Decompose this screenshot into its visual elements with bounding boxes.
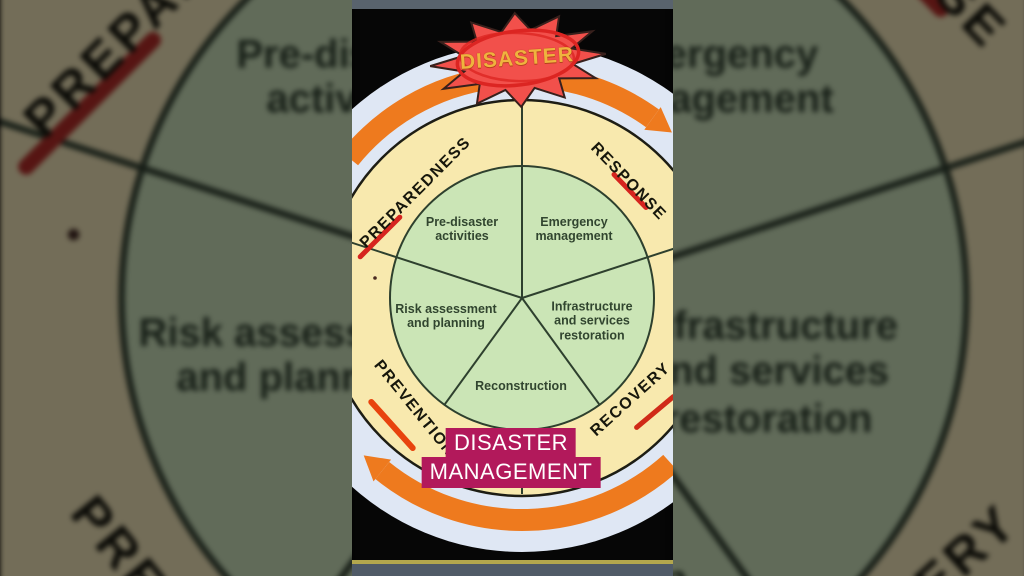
segment-label-infrastructure-bg: Infrastructure and services restoration	[637, 303, 899, 440]
response-underline	[611, 172, 649, 210]
recovery-underline	[634, 394, 673, 430]
segment-label-pre-disaster: Pre-disaster activities	[425, 214, 499, 243]
preparedness-underline-bg	[18, 32, 161, 175]
player-bottom-bar	[352, 564, 673, 576]
emphasis-underlines-bg	[18, 0, 949, 175]
cycle-arrow-top-head-icon	[644, 107, 672, 133]
prevention-underline	[368, 399, 416, 451]
stray-dot-bg	[67, 228, 80, 241]
divider-left	[352, 241, 523, 299]
player-top-bar	[352, 0, 673, 9]
segment-dividers	[352, 103, 673, 494]
player-progress-line[interactable]	[352, 560, 673, 564]
segment-label-infrastructure: Infrastructure and services restoration	[551, 299, 633, 343]
disaster-cycle-scene: DISASTER PREPAREDNESS RESPONSE PREVENTIO…	[352, 0, 673, 576]
divider-lower-left	[443, 297, 523, 406]
caption-plate: DISASTER MANAGEMENT	[421, 428, 601, 488]
cycle-diagram-graphics	[352, 11, 673, 552]
segment-label-emergency: Emergency management	[535, 214, 613, 243]
segment-label-reconstruction: Reconstruction	[475, 378, 567, 393]
activity-wheel-outline-bg	[118, 0, 970, 576]
emphasis-underlines	[357, 172, 673, 451]
hand-drawn-red-circle	[455, 28, 581, 88]
caption-line2: MANAGEMENT	[421, 457, 601, 488]
divider-right	[521, 247, 673, 299]
preparedness-underline	[357, 214, 403, 260]
caption-line1: DISASTER	[445, 428, 577, 459]
segment-label-risk: Risk assessment and planning	[395, 301, 497, 330]
divider-lower-right	[521, 297, 601, 406]
cycle-arrow-bottom-head-icon	[363, 455, 392, 482]
hand-drawn-red-circle-2	[458, 31, 576, 83]
stray-dot	[373, 276, 377, 280]
cycle-arrow-bottom-arc	[375, 454, 673, 531]
